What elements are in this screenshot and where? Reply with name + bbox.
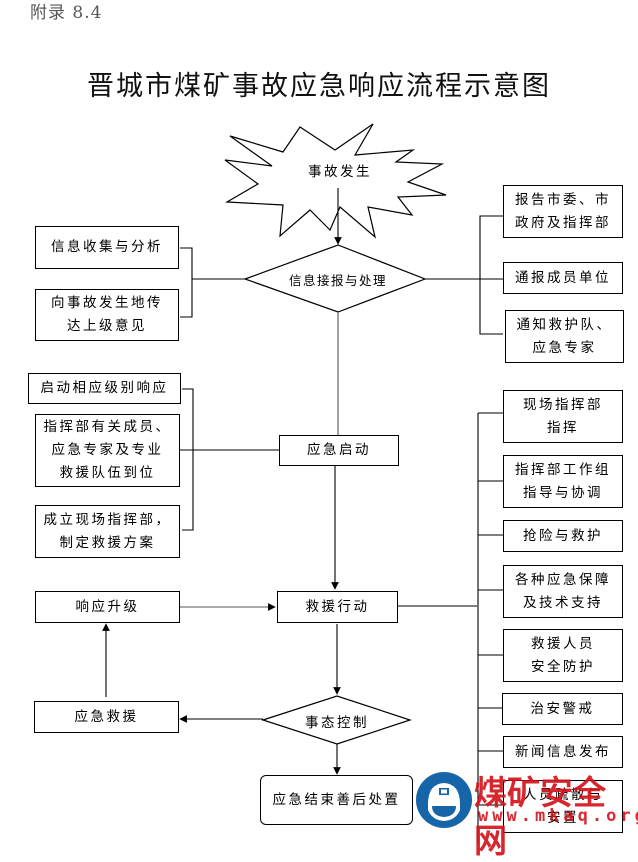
left-start-box: 指挥部有关成员、 应急专家及专业 救援队伍到位: [35, 414, 180, 487]
watermark-url: www.mkaq.org: [478, 806, 638, 826]
right-rescue-box: 新闻信息发布: [503, 736, 623, 768]
accident-node: 事故发生: [308, 164, 372, 180]
appendix-label: 附录 8.4: [30, 3, 103, 23]
right-rescue-box: 各种应急保障 及技术支持: [503, 565, 623, 618]
control-diamond: [261, 695, 412, 745]
right-rescue-box: 现场指挥部 指挥: [503, 390, 623, 443]
right-rescue-box: 指挥部工作组 指导与协调: [503, 455, 623, 508]
connectors: [102, 123, 503, 843]
rescue-action-node: 救援行动: [277, 591, 398, 623]
right-info-box: 报告市委、市 政府及指挥部: [503, 185, 623, 238]
right-rescue-box: 救援人员 安全防护: [503, 629, 623, 682]
watermark: 煤矿安全网 www.mkaq.org: [416, 770, 638, 860]
left-start-box: 成立现场指挥部， 制定救援方案: [35, 505, 180, 558]
accident-starburst: [224, 123, 447, 239]
response-upgrade-node: 响应升级: [35, 591, 180, 623]
right-info-box: 通报成员单位: [503, 262, 623, 294]
left-info-box: 信息收集与分析: [35, 226, 179, 269]
left-info-box: 向事故发生地传 达上级意见: [35, 289, 179, 341]
page-title: 晋城市煤矿事故应急响应流程示意图: [87, 71, 551, 102]
situation-control-node: 事态控制: [305, 715, 369, 731]
right-rescue-box: 治安警戒: [502, 693, 623, 725]
watermark-name: 煤矿安全网: [474, 773, 606, 860]
right-rescue-box: 人员疏散与 安置: [503, 780, 623, 833]
flowchart: 附录 8.4 晋城市煤矿事故应急响应流程示意图: [28, 3, 638, 860]
right-rescue-box: 抢险与救护: [503, 520, 623, 552]
emergency-rescue-node: 应急救援: [34, 701, 179, 733]
end-node: 应急结束善后处置: [260, 775, 413, 825]
emergency-start-node: 应急启动: [279, 435, 399, 466]
left-start-box: 启动相应级别响应: [28, 373, 181, 404]
helmet-icon: [416, 772, 472, 828]
right-info-box: 通知救护队、 应急专家: [505, 310, 624, 363]
info-receive-node: 信息接报与处理: [288, 273, 387, 288]
